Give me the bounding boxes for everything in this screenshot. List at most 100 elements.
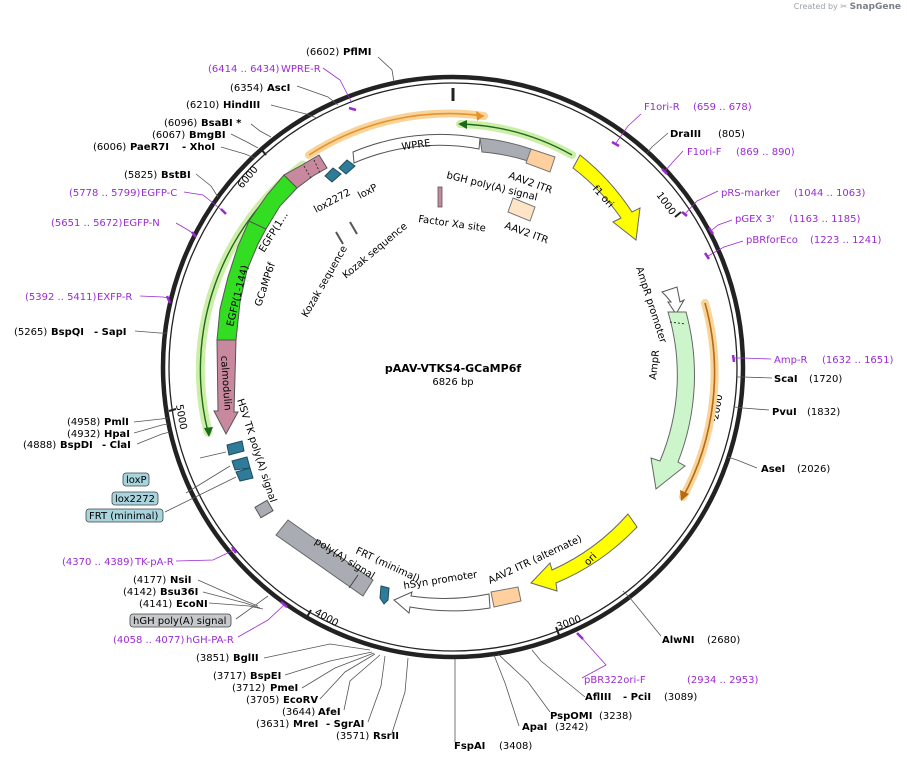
ampr-orange-arc — [682, 302, 716, 498]
primer-name-pbrforeco[interactable]: pBRforEco — [746, 235, 798, 246]
aav2-itr-inner-label: AAV2 ITR — [503, 220, 550, 246]
primer-name-hgh-pa-r[interactable]: hGH-PA-R — [186, 635, 234, 646]
loxp-box-label: loxP — [126, 475, 147, 486]
site-name-bspei[interactable]: BspEI — [250, 671, 281, 682]
site-name-pvui[interactable]: PvuI — [772, 407, 797, 418]
site-alt-pcii[interactable]: - PciI — [623, 692, 651, 703]
loxp-lower-feature[interactable] — [226, 440, 245, 456]
site-name-pspomi[interactable]: PspOMI — [550, 711, 592, 722]
site-pos-hindiii: (6210) — [186, 100, 219, 111]
site-name-bstbi[interactable]: BstBI — [161, 170, 191, 181]
egfp-short-feature[interactable] — [248, 174, 298, 230]
primer-range-tk-pa-r: (4370 .. 4389) — [62, 557, 134, 568]
site-name-asci[interactable]: AscI — [267, 83, 290, 94]
polya-signal-feature[interactable] — [275, 519, 374, 597]
polya-boundary — [348, 574, 359, 589]
tick-label-5000: 5000 — [173, 404, 188, 431]
site-name-draiii[interactable]: DraIII — [670, 129, 701, 140]
f1-ori-feature[interactable] — [572, 154, 641, 241]
site-name-bsabi[interactable]: BsaBI * — [201, 118, 242, 129]
factor-xa-label: Factor Xa site — [418, 214, 487, 234]
backbone-outer-ring — [160, 74, 746, 660]
site-name-ecorv[interactable]: EcoRV — [283, 695, 318, 706]
gcamp6f-label: GCaMP6f — [253, 261, 278, 308]
primer-name-wpre-r[interactable]: WPRE-R — [281, 64, 321, 75]
site-name-hpai[interactable]: HpaI — [104, 429, 130, 440]
site-name-pmli[interactable]: PmlI — [104, 417, 129, 428]
site-name-alwni[interactable]: AlwNI — [662, 635, 695, 646]
primer-name-exfp-r[interactable]: EXFP-R — [97, 292, 132, 303]
site-name-mrei[interactable]: MreI — [293, 719, 318, 730]
site-name-rsrii[interactable]: RsrII — [373, 731, 399, 742]
site-name-scai[interactable]: ScaI — [774, 374, 798, 385]
tick-1000 — [674, 211, 682, 218]
site-pos-asci: (6354) — [230, 83, 263, 94]
primer-name-prs-marker[interactable]: pRS-marker — [721, 188, 781, 199]
primer-range-egfp-n: (5651 .. 5672) — [51, 218, 123, 229]
site-name-pmei[interactable]: PmeI — [270, 683, 298, 694]
site-name-bspdi[interactable]: BspDI — [60, 440, 93, 451]
site-pos-bsu36i: (4142) — [123, 587, 156, 598]
primer-name-f1ori-r[interactable]: F1ori-R — [644, 102, 680, 113]
aav2-itr-top-feature[interactable] — [525, 148, 556, 173]
lox2272-lower-feature[interactable] — [231, 456, 251, 471]
frt-minimal-box-label: FRT (minimal) — [89, 511, 158, 522]
frt-minimal-lower-feature[interactable] — [235, 467, 254, 482]
ampr-promoter-label: AmpR promoter — [633, 266, 668, 346]
site-name-bmgbi[interactable]: BmgBI — [189, 130, 226, 141]
loxp-top-feature[interactable] — [338, 159, 356, 175]
calmodulin-label: calmodulin — [218, 355, 233, 410]
site-name-bsu36i[interactable]: Bsu36I — [160, 587, 198, 598]
lox2272-top-feature[interactable] — [324, 167, 342, 183]
primer-name-pgex3[interactable]: pGEX 3' — [735, 214, 775, 225]
calmodulin-feature[interactable] — [213, 339, 239, 436]
site-name-afei[interactable]: AfeI — [318, 707, 341, 718]
aav2-itr-alt-feature[interactable] — [490, 586, 522, 608]
bgh-polya-feature[interactable] — [479, 137, 532, 162]
ampr-feature[interactable] — [650, 311, 695, 490]
primer-name-f1ori-f[interactable]: F1ori-F — [687, 147, 722, 158]
primer-range-pbr322ori-f: (2934 .. 2953) — [687, 675, 759, 686]
primer-name-amp-r[interactable]: Amp-R — [774, 355, 808, 366]
hgh-polya-box[interactable] — [129, 613, 232, 628]
site-pos-pmli: (4958) — [67, 417, 100, 428]
hsv-tk-feature[interactable] — [254, 499, 274, 519]
aav2-itr-inner-feature[interactable] — [507, 197, 536, 222]
site-name-paer7i[interactable]: PaeR7I — [130, 142, 169, 153]
site-name-nsii[interactable]: NsiI — [170, 575, 191, 586]
site-name-bglii[interactable]: BglII — [233, 653, 259, 664]
site-alt-clai[interactable]: - ClaI — [102, 440, 131, 451]
site-name-pflmi[interactable]: PflMI — [343, 47, 371, 58]
primer-markers — [165, 106, 736, 640]
site-pos-afei: (3644) — [282, 707, 315, 718]
primer-name-pbr322ori-f[interactable]: pBR322ori-F — [584, 675, 646, 686]
site-alt-xhoi[interactable]: - XhoI — [182, 142, 215, 153]
site-name-afliii[interactable]: AflIII — [585, 692, 611, 703]
frt-minimal-box[interactable] — [85, 508, 164, 523]
primer-range-pgex3: (1163 .. 1185) — [789, 214, 861, 225]
site-alt-sapi[interactable]: - SapI — [94, 327, 126, 338]
factor-xa-feature[interactable] — [437, 186, 443, 208]
egfp-pink-segment-feature[interactable] — [283, 154, 328, 189]
primer-range-pbrforeco: (1223 .. 1241) — [810, 235, 882, 246]
ampr-promoter-feature[interactable] — [661, 286, 686, 315]
primer-name-tk-pa-r[interactable]: TK-pA-R — [134, 557, 174, 568]
site-name-asei[interactable]: AseI — [761, 464, 785, 475]
pink-dashed-1 — [303, 165, 313, 181]
site-name-bspqi[interactable]: BspQI — [51, 327, 84, 338]
lox2272-box[interactable] — [111, 491, 159, 506]
site-name-apai[interactable]: ApaI — [522, 722, 547, 733]
site-pos-fspai: (3408) — [499, 741, 532, 752]
loxp-box[interactable] — [122, 472, 150, 487]
primer-range-f1ori-r: (659 .. 678) — [693, 102, 752, 113]
site-name-fspai[interactable]: FspAI — [454, 741, 485, 752]
site-name-econi[interactable]: EcoNI — [176, 599, 208, 610]
site-pos-bstbi: (5825) — [124, 170, 157, 181]
primer-name-egfp-n[interactable]: EGFP-N — [123, 218, 160, 229]
frt-minimal-feature[interactable] — [379, 585, 390, 605]
primer-name-egfp-c[interactable]: EGFP-C — [141, 188, 177, 199]
ori-feature[interactable] — [530, 513, 638, 592]
site-alt-sgrai[interactable]: - SgrAI — [326, 719, 364, 730]
hsyn-promoter-feature[interactable] — [393, 591, 491, 614]
site-name-hindiii[interactable]: HindIII — [223, 100, 260, 111]
